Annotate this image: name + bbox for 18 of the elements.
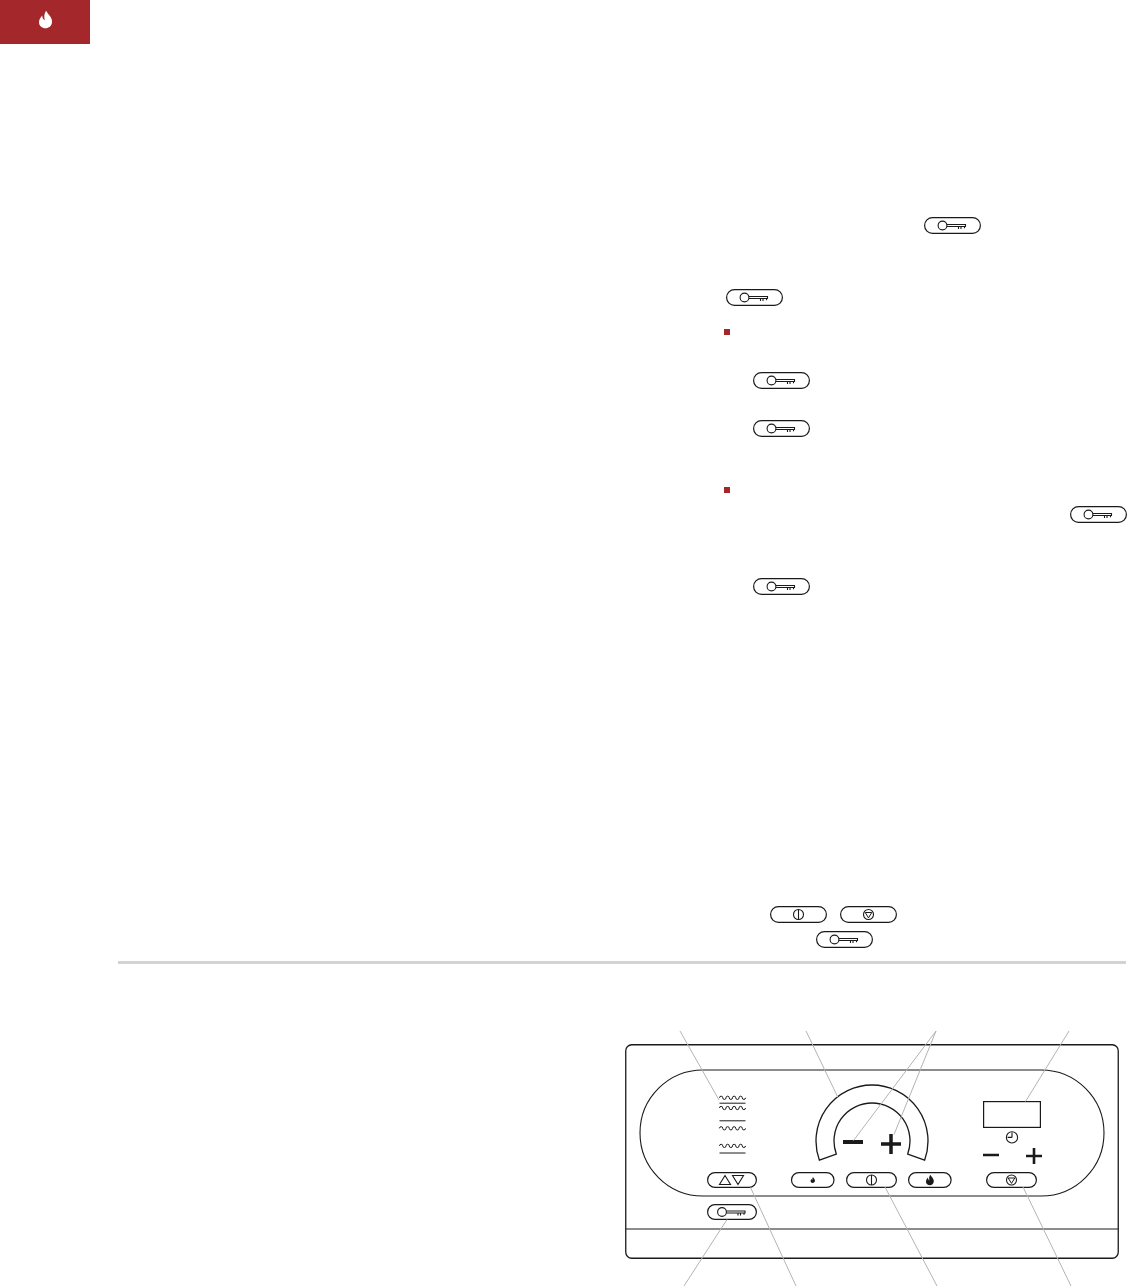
power-button — [846, 1172, 897, 1188]
leader-line — [805, 1030, 839, 1098]
plus-icon — [881, 1133, 901, 1154]
triangle-button — [986, 1172, 1037, 1188]
key-button — [707, 1204, 757, 1220]
arc-gauge — [815, 1084, 929, 1162]
leader-line — [1022, 1186, 1072, 1287]
leader-line — [679, 1030, 720, 1101]
leader-line — [683, 1219, 728, 1287]
leader-line — [1025, 1030, 1070, 1102]
leader-line — [893, 1030, 937, 1135]
minus-icon — [843, 1140, 863, 1144]
leader-line — [884, 1186, 938, 1287]
leader-line — [750, 1187, 797, 1287]
leader-line — [853, 1030, 937, 1141]
wavy-lines-icon — [718, 1093, 747, 1156]
display-window — [983, 1101, 1041, 1128]
up-down-button — [707, 1172, 757, 1188]
